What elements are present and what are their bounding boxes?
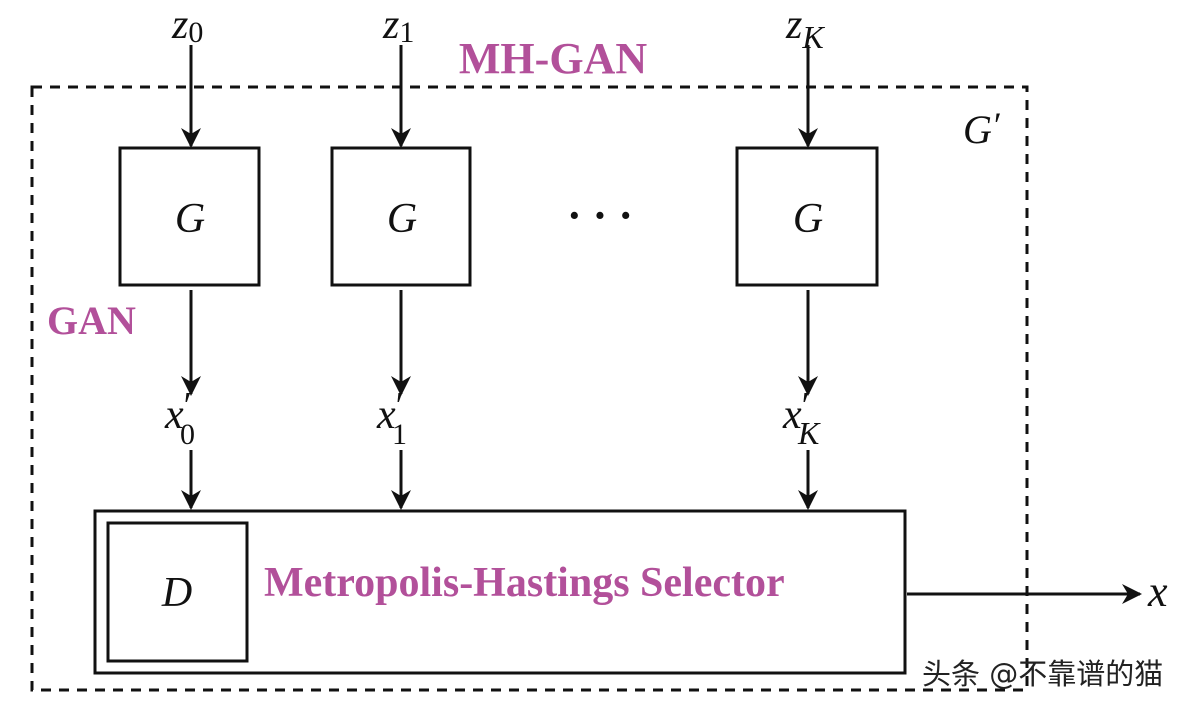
generator-box-0	[118, 146, 261, 287]
discriminator-box	[106, 521, 249, 663]
gan-label: GAN	[47, 298, 136, 343]
discriminator-label: D	[161, 570, 192, 616]
outer-dashed-boundary	[30, 85, 1029, 692]
latent-zk-label: zK	[785, 2, 825, 55]
sample-xk-label: x′K	[782, 385, 821, 451]
sample-x1-label: x′1	[376, 385, 407, 451]
generator-label-k: G	[793, 196, 823, 242]
sample-x0-label: x′0	[164, 385, 195, 451]
ellipsis: · · ·	[567, 191, 633, 240]
mh-selector-box	[93, 509, 907, 675]
watermark-text: 头条 @不靠谱的猫	[922, 657, 1163, 691]
diagram-title: MH-GAN	[459, 34, 647, 83]
latent-z0-label: z0	[171, 2, 203, 49]
generator-box-1	[330, 146, 472, 287]
outer-g-prime-label: G′	[963, 105, 1002, 152]
generator-box-k	[735, 146, 879, 287]
latent-z1-label: z1	[382, 2, 414, 49]
selector-label: Metropolis-Hastings Selector	[264, 560, 785, 606]
output-x-label: x	[1147, 567, 1168, 616]
generator-label-1: G	[387, 196, 417, 242]
generator-label-0: G	[175, 196, 205, 242]
